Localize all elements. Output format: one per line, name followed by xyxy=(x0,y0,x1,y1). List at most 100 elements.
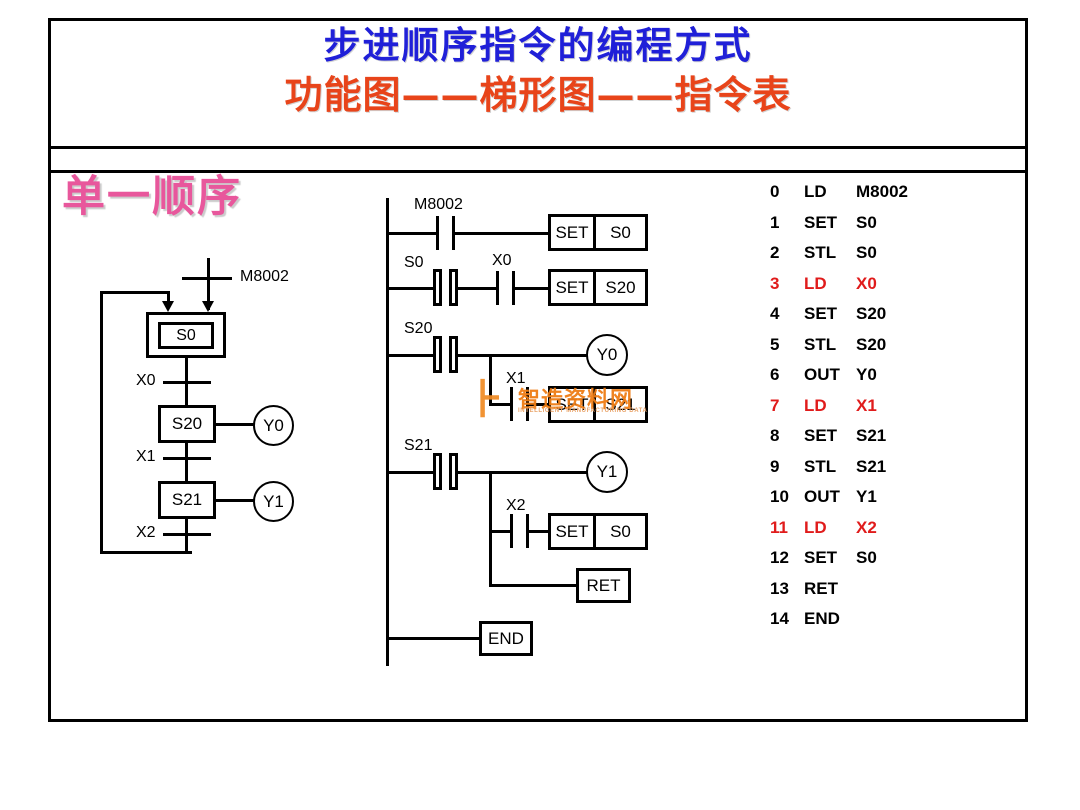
sfc-m8002-arrow-icon xyxy=(202,301,214,312)
ladder-rung3-branch-contact-label: X1 xyxy=(506,370,526,387)
sfc-m8002-label: M8002 xyxy=(240,268,289,285)
ladder-rung2-contact-label: S0 xyxy=(404,254,424,271)
instruction-step-number: 8 xyxy=(770,426,780,445)
instruction-step-number: 5 xyxy=(770,334,780,354)
instruction-row: 8 SET S21 xyxy=(770,426,1020,457)
sfc-m8002-transition xyxy=(182,277,232,280)
ladder-rung2-contact2-label: X0 xyxy=(492,252,512,269)
instruction-step-number: 9 xyxy=(770,456,780,476)
ladder-rung3-stl-bar-a xyxy=(433,336,442,373)
ladder-rung4-branch-drop xyxy=(489,471,492,587)
ladder-left-rail xyxy=(386,198,389,666)
instruction-step-number: 14 xyxy=(770,609,789,628)
instruction-opcode: LD xyxy=(804,273,827,293)
ladder-rung2-box-op: SET xyxy=(548,269,596,306)
sfc-transition-x1-tick xyxy=(163,457,211,460)
ladder-rung4-branch-bar-b xyxy=(526,514,529,548)
sfc-output-y0: Y0 xyxy=(253,405,294,446)
instruction-opcode: STL xyxy=(804,334,837,354)
section-divider xyxy=(48,170,1028,173)
instruction-operand: S21 xyxy=(856,426,887,445)
instruction-operand: M8002 xyxy=(856,182,908,201)
ladder-ret-box: RET xyxy=(576,568,631,603)
sfc-m8002-line xyxy=(207,258,210,310)
instruction-operand: S20 xyxy=(856,304,887,323)
instruction-opcode: SET xyxy=(804,212,838,232)
instruction-step-number: 12 xyxy=(770,548,789,567)
sfc-output-y1: Y1 xyxy=(253,481,294,522)
ladder-rung4-branch-box-arg: S0 xyxy=(593,513,648,550)
ladder-rung3-wire-left xyxy=(386,354,434,357)
ladder-rung3-contact-label: S20 xyxy=(404,320,433,337)
ladder-rung3-stl-bar-b xyxy=(449,336,458,373)
instruction-step-number: 7 xyxy=(770,395,780,415)
slide-frame xyxy=(48,18,1028,722)
instruction-step-number: 10 xyxy=(770,487,789,506)
instruction-step-number: 4 xyxy=(770,304,780,323)
ladder-rung2-contact-bar-b xyxy=(512,271,515,305)
ladder-rung2-stl-bar-a xyxy=(433,269,442,306)
sfc-loop-bottom xyxy=(100,551,192,554)
ladder-rung4-branch-bar-a xyxy=(510,514,513,548)
instruction-operand: Y0 xyxy=(856,365,877,384)
instruction-row: 9 STL S21 xyxy=(770,457,1020,488)
instruction-operand: S21 xyxy=(856,456,887,476)
ladder-rung4-branch-wire-right xyxy=(529,530,551,533)
ladder-rung1-contact-label: M8002 xyxy=(414,196,463,213)
ladder-ret-wire xyxy=(489,584,579,587)
instruction-opcode: SET xyxy=(804,426,838,445)
ladder-rung3-branch-drop xyxy=(489,354,492,405)
instruction-step-number: 6 xyxy=(770,365,780,384)
sfc-link-s21-x2 xyxy=(185,519,188,554)
sfc-loop-drop xyxy=(167,291,170,305)
ladder-rung1-wire-left xyxy=(386,232,436,235)
instruction-opcode: SET xyxy=(804,304,838,323)
instruction-step-number: 3 xyxy=(770,273,780,293)
ladder-rung4-stl-bar-a xyxy=(433,453,442,490)
sfc-state-s21: S21 xyxy=(158,481,216,519)
ladder-rung1-contact-bar-b xyxy=(452,216,455,250)
ladder-rung3-wire-right xyxy=(457,354,589,357)
ladder-end-wire xyxy=(386,637,482,640)
instruction-row: 4 SET S20 xyxy=(770,304,1020,335)
sfc-s20-output-link xyxy=(216,423,254,426)
ladder-rung1-contact-bar-a xyxy=(436,216,439,250)
ladder-rung3-branch-box-op: SET xyxy=(548,386,596,423)
ladder-rung1-box-arg: S0 xyxy=(593,214,648,251)
instruction-operand: S0 xyxy=(856,212,877,232)
instruction-row: 1 SET S0 xyxy=(770,213,1020,244)
sfc-state-s0: S0 xyxy=(158,322,214,349)
ladder-rung2-contact-bar-a xyxy=(496,271,499,305)
ladder-rung3-branch-bar-a xyxy=(510,387,513,421)
sfc-transition-x2-tick xyxy=(163,533,211,536)
instruction-operand: Y1 xyxy=(856,487,877,506)
instruction-operand: S0 xyxy=(856,243,877,262)
instruction-opcode: OUT xyxy=(804,487,840,506)
ladder-rung4-branch-wire-left xyxy=(489,530,511,533)
ladder-rung4-contact-label: S21 xyxy=(404,437,433,454)
instruction-step-number: 1 xyxy=(770,212,780,232)
sfc-transition-x0-label: X0 xyxy=(136,372,156,389)
ladder-end-box: END xyxy=(479,621,533,656)
ladder-rung4-wire-right xyxy=(457,471,589,474)
ladder-rung2-wire-mid xyxy=(457,287,497,290)
sfc-loop-arrow-icon xyxy=(162,301,174,312)
sfc-link-s20-x1 xyxy=(185,443,188,481)
instruction-opcode: STL xyxy=(804,456,837,476)
ladder-rung1-wire-right xyxy=(455,232,550,235)
sfc-state-s20: S20 xyxy=(158,405,216,443)
ladder-rung2-wire-left xyxy=(386,287,434,290)
title-line-2: 功能图——梯形图——指令表 xyxy=(284,72,792,117)
title-line-1: 步进顺序指令的编程方式 xyxy=(323,24,753,67)
instruction-opcode: LD xyxy=(804,517,827,537)
